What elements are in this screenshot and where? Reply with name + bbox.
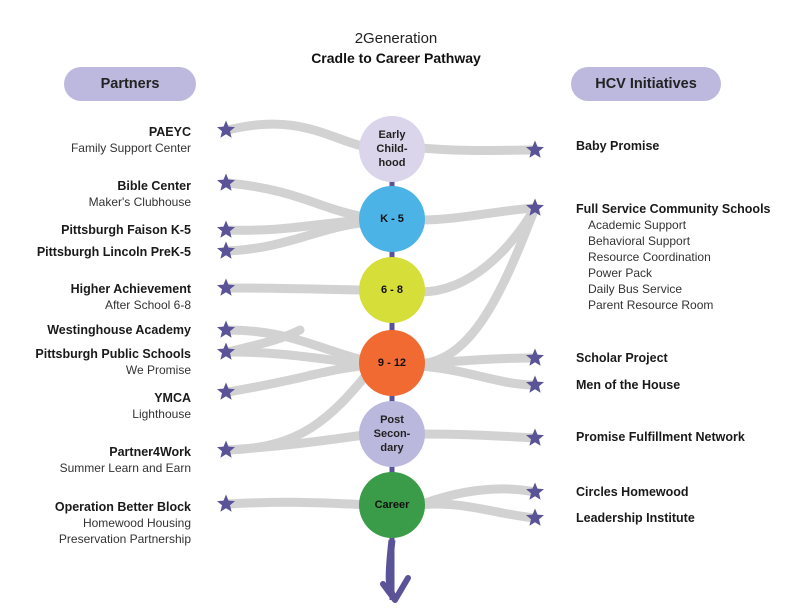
connector-line [415, 203, 540, 225]
star-icon [217, 494, 235, 512]
initiative-full-service-community-schools: Full Service Community Schools Academic … [576, 202, 771, 312]
partner-faison: Pittsburgh Faison K-5 [61, 223, 191, 237]
connector-line [223, 217, 375, 256]
star-icon [526, 348, 544, 366]
partner-bible-center: Bible Center Maker's Clubhouse [88, 179, 191, 209]
stage-career: Career [359, 472, 425, 538]
star-icon [526, 428, 544, 446]
connector-line [223, 325, 375, 367]
partner-operation-better-block: Operation Better Block Homewood Housing … [54, 500, 191, 546]
diagram-title-line2: Cradle to Career Pathway [311, 50, 481, 66]
connector-line [415, 143, 540, 155]
partner-paeyc: PAEYC Family Support Center [70, 125, 191, 155]
star-icon [217, 320, 235, 338]
connector-line [415, 361, 540, 390]
star-icon [217, 120, 235, 138]
star-icon [217, 440, 235, 458]
stage-k-5: K - 5 [359, 186, 425, 252]
star-icon [217, 220, 235, 238]
connector-line [223, 497, 377, 510]
partner-pittsburgh-public-schools: Pittsburgh Public Schools We Promise [35, 347, 191, 377]
connector-line [223, 360, 377, 397]
partner-lincoln: Pittsburgh Lincoln PreK-5 [36, 245, 191, 259]
stage-label: 6 - 8 [380, 284, 403, 296]
star-icon [526, 198, 544, 216]
connector-line [415, 353, 540, 369]
connector-line [223, 178, 375, 223]
stage-label: Career [374, 499, 410, 511]
initiative-promise-fulfillment-network: Promise Fulfillment Network [576, 430, 745, 444]
initiative-circles-homewood: Circles Homewood [576, 485, 689, 499]
star-icon [526, 375, 544, 393]
partner-higher-achievement: Higher Achievement After School 6-8 [70, 282, 191, 312]
star-icon [217, 173, 235, 191]
initiative-scholar-project: Scholar Project [576, 351, 668, 365]
star-icon [217, 241, 235, 259]
star-icon [217, 342, 235, 360]
stage-6-8: 6 - 8 [359, 257, 425, 323]
initiatives-header: HCV Initiatives [571, 67, 721, 101]
star-icon [526, 482, 544, 500]
stage-9-12: 9 - 12 [359, 330, 425, 396]
stage-label: K - 5 [380, 213, 404, 225]
partner-ymca: YMCA Lighthouse [132, 391, 191, 421]
partner-westinghouse: Westinghouse Academy [47, 323, 191, 337]
initiative-baby-promise: Baby Promise [576, 139, 660, 153]
connector-line [415, 499, 540, 523]
connector-line [223, 283, 375, 295]
connector-line [223, 119, 375, 153]
initiative-leadership-institute: Leadership Institute [576, 511, 695, 525]
partners-header: Partners [64, 67, 196, 101]
partner-partner4work: Partner4Work Summer Learn and Earn [59, 445, 191, 475]
stage-label: 9 - 12 [377, 357, 407, 369]
star-icon [217, 278, 235, 296]
star-icon [217, 382, 235, 400]
star-icon [526, 508, 544, 526]
diagram-title-line1: 2Generation [354, 30, 438, 47]
star-icon [526, 140, 544, 158]
arrow-down-icon [380, 575, 411, 603]
connector-line [415, 429, 540, 443]
initiative-men-of-the-house: Men of the House [576, 378, 681, 392]
